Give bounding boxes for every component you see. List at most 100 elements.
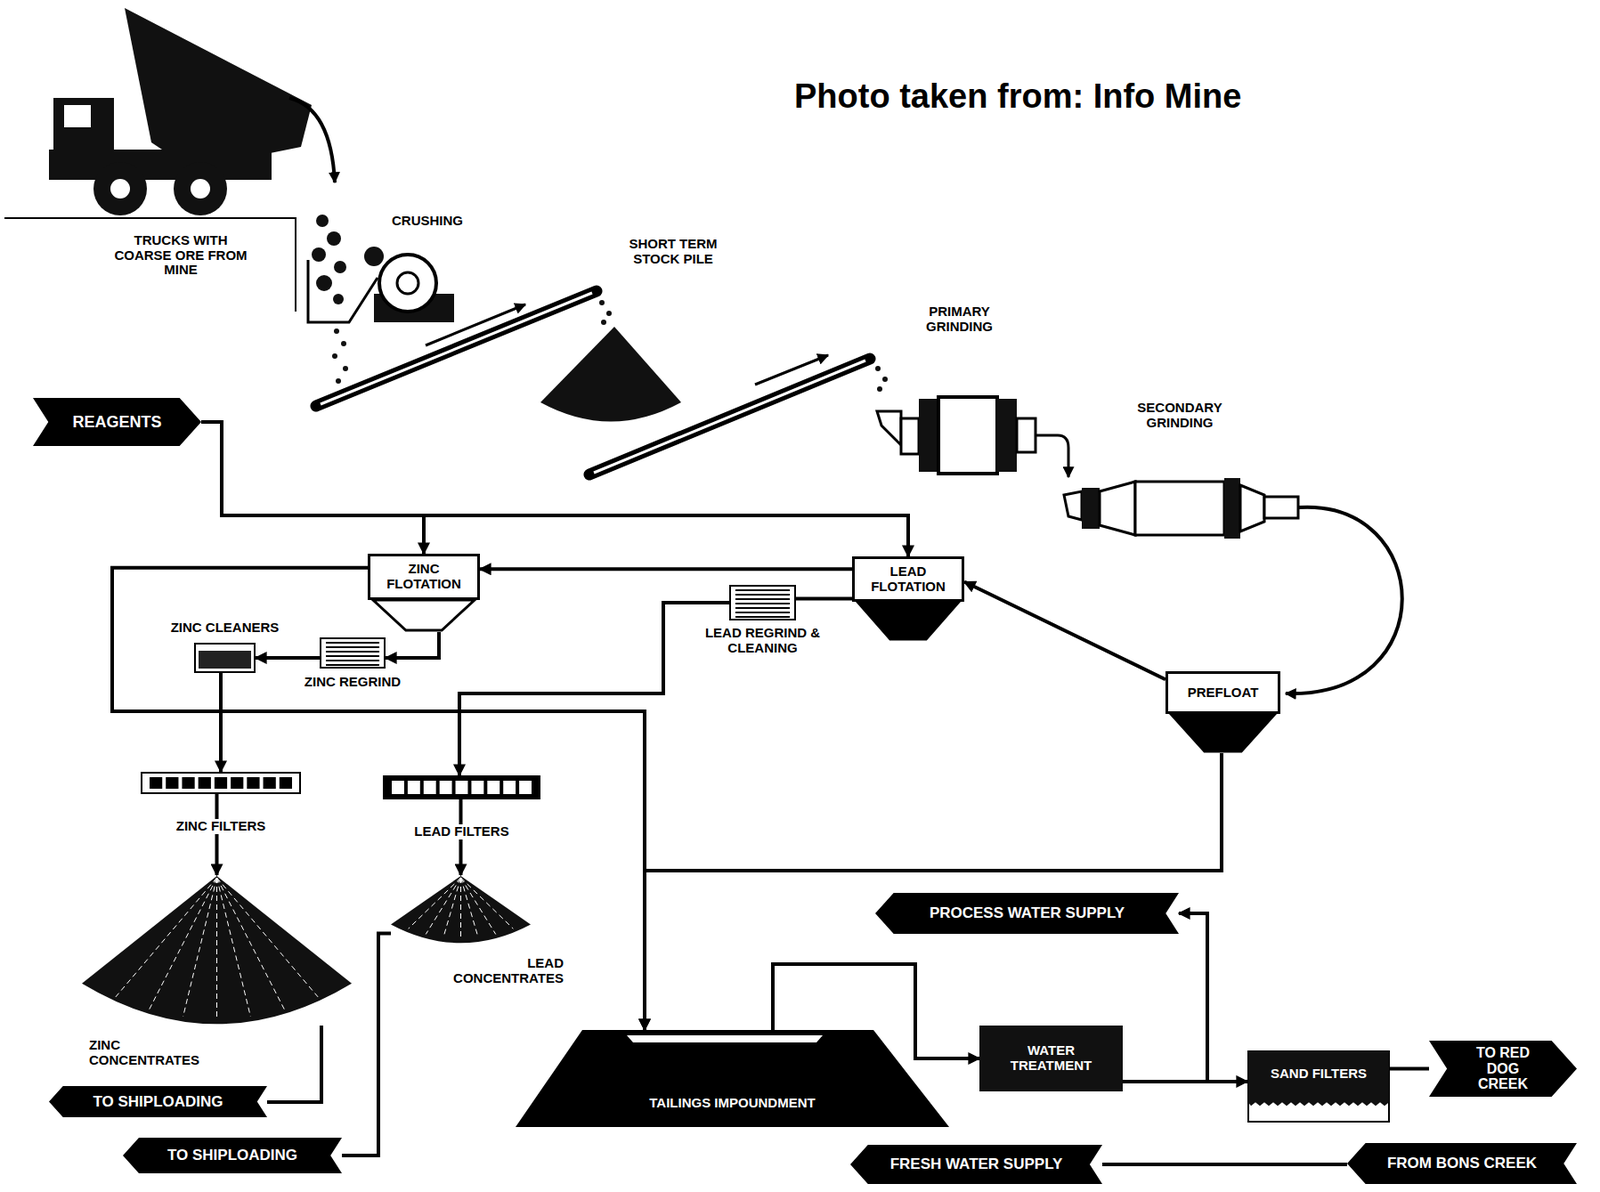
secondary-mill xyxy=(1063,478,1403,694)
conveyor-part xyxy=(606,310,612,317)
pile-ray xyxy=(461,877,514,929)
concentrate-pile: ZINC CONCENTRATES xyxy=(81,875,352,1026)
filter-cell xyxy=(455,780,469,795)
filter-cell xyxy=(391,780,405,795)
haul-truck-part xyxy=(190,178,211,199)
node-text: ZINC CLEANERS xyxy=(168,620,283,636)
regrind-stripe xyxy=(735,611,790,614)
primary-mill-part xyxy=(901,418,919,455)
tag-arrow xyxy=(32,397,202,447)
text-holder: TAILINGS IMPOUNDMENT xyxy=(515,1079,950,1129)
haul-truck-part xyxy=(110,178,130,199)
sand-filter: SAND FILTERS xyxy=(1247,1050,1390,1123)
flotation-cell: ZINC FLOTATION xyxy=(367,553,480,633)
primary-mill-part xyxy=(997,398,1017,472)
filter-cell xyxy=(214,777,228,789)
text-holder: TO SHIPLOADING xyxy=(48,1086,268,1118)
rect-shape xyxy=(320,638,385,668)
node-outline xyxy=(1247,1050,1390,1123)
cell-hopper xyxy=(857,601,959,640)
cell-hopper xyxy=(373,600,475,631)
stock-pile xyxy=(540,326,682,423)
regrind-mill: ZINC REGRIND xyxy=(319,637,386,669)
flow-line xyxy=(964,582,1166,681)
crusher-part xyxy=(341,341,347,347)
pile-ray xyxy=(149,877,218,1010)
regrind-stripe xyxy=(735,593,790,596)
pile-ray xyxy=(217,877,252,1017)
equipment-label: TRUCKS WITH COARSE ORE FROM MINE xyxy=(113,233,248,278)
node-outline xyxy=(194,642,256,674)
text-holder: ZINC REGRIND xyxy=(272,674,433,691)
pile-ray xyxy=(425,877,461,935)
filter-cell xyxy=(198,777,212,789)
filter-cell xyxy=(263,777,277,789)
filter-media xyxy=(1248,1051,1389,1106)
haul-truck-part xyxy=(173,162,228,216)
secondary-mill-part xyxy=(1081,487,1100,529)
node-text: LEAD REGRIND & CLEANING xyxy=(682,625,844,657)
filter-unit: LEAD FILTERS xyxy=(382,775,541,800)
filter-unit: ZINC FILTERS xyxy=(140,771,301,795)
rect-shape xyxy=(198,650,252,669)
haul-truck-part xyxy=(48,149,272,180)
flow-line xyxy=(341,934,391,1157)
text-holder: LEAD CONCENTRATES xyxy=(441,956,567,987)
filter-cell xyxy=(407,780,421,795)
node-text: TO SHIPLOADING xyxy=(92,1093,223,1111)
secondary-mill-part xyxy=(1099,481,1136,536)
secondary-mill-part xyxy=(1063,491,1082,520)
crusher-part xyxy=(326,231,342,246)
cell-hopper xyxy=(1170,714,1276,752)
text-holder: PROCESS WATER SUPPLY xyxy=(875,893,1179,935)
pile-ray xyxy=(408,877,462,929)
filter-cell xyxy=(503,780,516,795)
regrind-stripe xyxy=(325,655,380,658)
filter-cell xyxy=(165,777,179,789)
node-text: ZINC CONCENTRATES xyxy=(86,1038,212,1069)
flow-tag: PROCESS WATER SUPPLY xyxy=(875,893,1179,935)
flow-line xyxy=(385,632,439,658)
conveyor-part xyxy=(875,365,881,372)
crusher-part xyxy=(364,246,384,267)
regrind-stripe xyxy=(325,646,380,649)
crusher-part xyxy=(311,247,326,262)
filter-cell xyxy=(149,777,163,789)
pond-water xyxy=(626,1035,823,1043)
text-holder: FROM BONS CREEK xyxy=(1347,1143,1577,1185)
node-text: FROM BONS CREEK xyxy=(1387,1154,1537,1172)
flow-line xyxy=(201,422,909,557)
filter-cell xyxy=(279,777,293,789)
flow-line xyxy=(479,567,853,571)
secondary-mill-part xyxy=(1224,478,1241,539)
regrind-stripe xyxy=(735,602,790,605)
equipment-label: PRIMARY GRINDING xyxy=(912,304,1007,334)
crusher-part xyxy=(333,260,347,274)
regrind-stripe xyxy=(735,589,790,592)
conveyor-part xyxy=(599,300,605,306)
regrind-stripe xyxy=(325,641,380,644)
equipment-label: CRUSHING xyxy=(391,213,508,229)
filter-cell xyxy=(439,780,453,795)
dump-arrow xyxy=(289,97,335,183)
cell-tank xyxy=(1167,673,1280,714)
text-holder: LEAD FILTERS xyxy=(386,823,538,840)
flow-line xyxy=(1102,1162,1348,1167)
primary-mill xyxy=(877,397,1069,478)
filter-cell xyxy=(181,777,195,789)
flow-line xyxy=(795,597,853,602)
node-text: FRESH WATER SUPPLY xyxy=(890,1155,1064,1173)
regrind-stripe xyxy=(735,616,790,618)
crusher-part xyxy=(335,378,342,384)
conveyor-part xyxy=(755,355,829,385)
filter-cell xyxy=(471,780,484,795)
tag-arrow xyxy=(875,893,1179,935)
regrind-stripe xyxy=(325,659,380,662)
node-text: ZINC REGRIND xyxy=(301,674,404,691)
tag-arrow xyxy=(48,1086,268,1118)
tag-arrow xyxy=(1429,1040,1577,1097)
regrind-stripe xyxy=(325,664,380,666)
cell-tank xyxy=(853,558,964,602)
node-outline xyxy=(515,1030,950,1128)
pile-ray xyxy=(217,877,319,998)
